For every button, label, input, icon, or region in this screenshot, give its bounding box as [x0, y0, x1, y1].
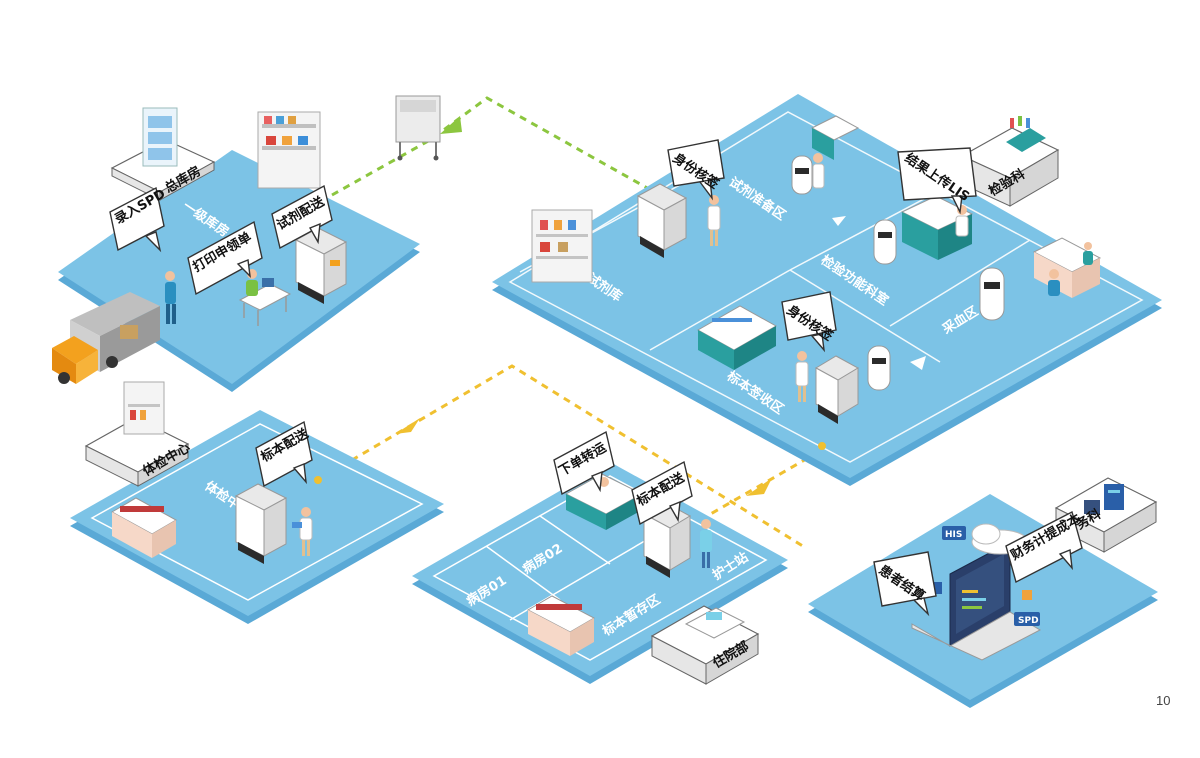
box-exam-center: [84, 381, 190, 487]
bubble-specimen-delivery-2: [631, 460, 693, 526]
cloud-shape: [971, 523, 1029, 555]
nurse-station-counter: [564, 473, 644, 530]
his-tag-label: HIS: [945, 530, 962, 540]
green-route-arrow: [440, 116, 462, 134]
box-general-warehouse: [110, 107, 216, 201]
shelf-cabinet: [257, 111, 321, 189]
bubble-patient-settlement: [873, 551, 937, 617]
reagent-store-shelf: [531, 209, 593, 283]
bubble-reagent-delivery: [271, 184, 333, 250]
exam-specimen-rack: [110, 497, 178, 558]
page-number: 10: [1156, 693, 1171, 708]
robot-reagent-prep: [636, 183, 688, 258]
lab-bench-top: [810, 115, 860, 189]
spd-tag-label: SPD: [1018, 616, 1039, 626]
bubble-print-requisition: [187, 220, 263, 296]
box-finance: [1054, 477, 1158, 553]
spd-tag: [1014, 612, 1040, 626]
staff-figure-specimen: [795, 351, 809, 402]
robot-blood-collection: [979, 267, 1005, 321]
bubble-identity-check-1: [667, 139, 725, 201]
platform-inpatient: [412, 462, 788, 684]
yellow-route: [317, 364, 809, 550]
laptop: [911, 541, 1042, 661]
reagent-trolley: [395, 95, 441, 161]
box-inpatient: [650, 605, 760, 685]
bubble-order-transfer: [553, 430, 615, 496]
yellow-route-arrow-2: [746, 478, 772, 496]
delivery-truck: [52, 292, 160, 384]
robot-exam-delivery: [234, 483, 288, 564]
ward-specimen-rack: [526, 595, 596, 656]
bubble-identity-check-2: [781, 291, 837, 353]
lab-counter: [900, 195, 974, 260]
robot-specimen-receive: [814, 355, 860, 424]
bubble-finance-cost: [1005, 510, 1083, 584]
box-lab-dept: [960, 116, 1060, 207]
robot-lab-1: [791, 155, 813, 195]
cube-icon: [932, 582, 1032, 600]
robot-lab-3: [867, 345, 891, 391]
bubble-specimen-delivery-1: [255, 420, 313, 488]
staff-figure-exam: [292, 507, 313, 556]
route-dots: [314, 442, 826, 484]
specimen-rack-counter: [696, 305, 778, 370]
yellow-route-arrow-1: [395, 418, 420, 434]
staff-figure-spd: [165, 271, 176, 324]
his-tag: [942, 526, 966, 540]
lab-flow-arrows: [832, 216, 926, 370]
bubble-upload-lis: [897, 147, 977, 215]
bubble-enter-spd: [109, 186, 165, 253]
robot-lab-2: [873, 219, 897, 265]
staff-figure-nurse: [700, 519, 712, 568]
robot-reagent-delivery: [294, 227, 348, 304]
blood-collection-desk: [1032, 237, 1102, 298]
